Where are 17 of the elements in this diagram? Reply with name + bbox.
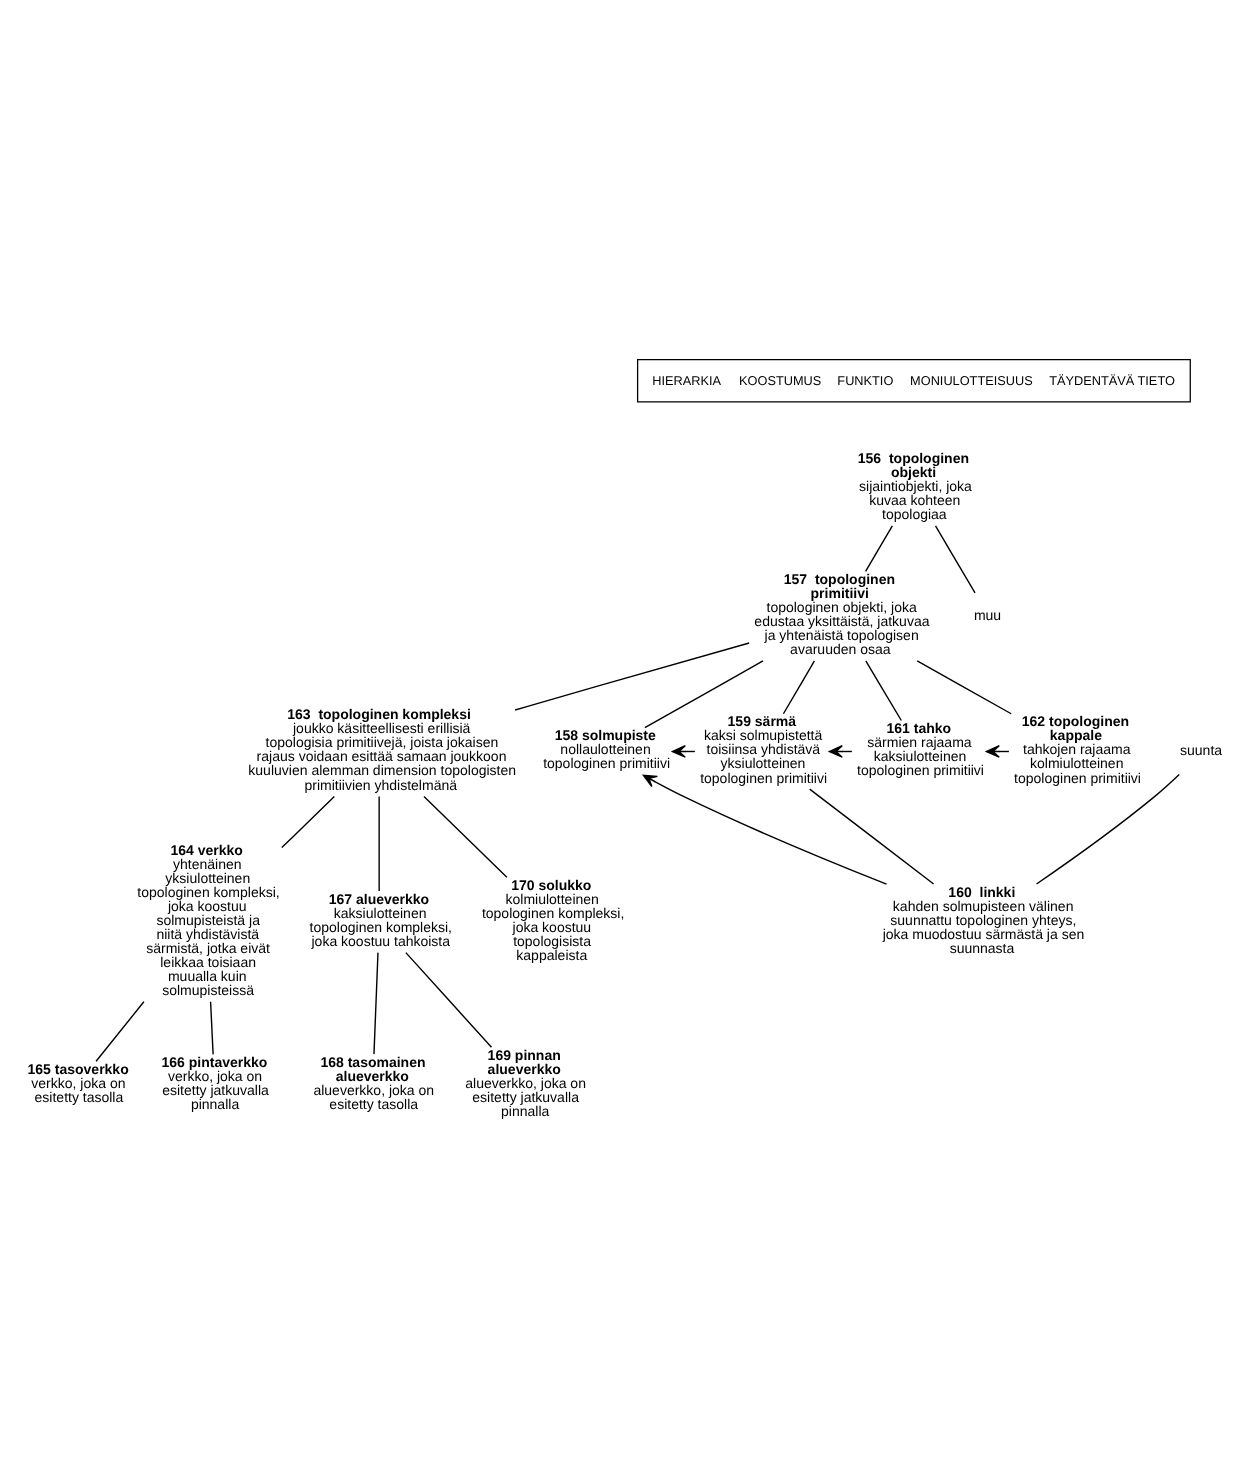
connector — [378, 795, 380, 892]
arrow — [642, 774, 888, 885]
connector — [281, 795, 336, 849]
connector — [1035, 773, 1180, 885]
connector — [809, 788, 935, 885]
connector — [782, 660, 816, 715]
connector — [864, 525, 894, 572]
connector — [865, 660, 903, 722]
connector — [405, 951, 493, 1048]
connector — [644, 660, 764, 729]
connector — [934, 525, 976, 594]
connector — [916, 660, 1012, 715]
connector — [209, 1000, 214, 1056]
connector — [373, 951, 379, 1055]
connector — [95, 1000, 145, 1062]
connector — [423, 795, 508, 878]
connector — [514, 642, 750, 711]
